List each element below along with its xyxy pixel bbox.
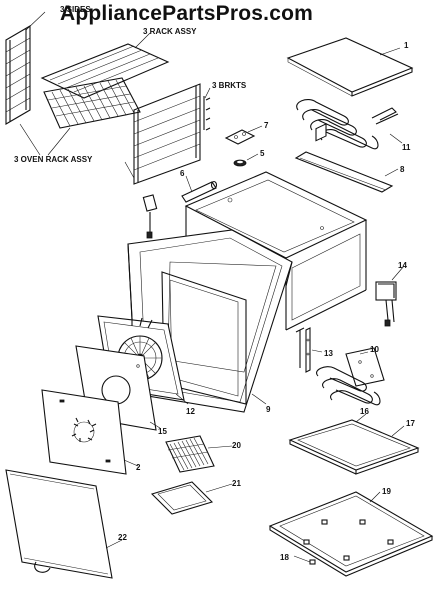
part-8-strip[interactable]: [294, 151, 394, 193]
callout-19: 19: [382, 487, 391, 496]
rack-side-right[interactable]: [133, 83, 201, 185]
callout-6: 6: [180, 169, 185, 178]
part-19-bottom-panel[interactable]: [268, 491, 434, 577]
callout-17: 17: [406, 419, 415, 428]
callout-16: 16: [360, 407, 369, 416]
callout-9: 9: [266, 405, 271, 414]
part-13-side-strip[interactable]: [305, 327, 311, 373]
callout-1: 1: [404, 41, 409, 50]
callout-22: 22: [118, 533, 127, 542]
label-sides: 3 SIDES: [60, 5, 91, 14]
callout-21: 21: [232, 479, 241, 488]
part-21-broiler-pan[interactable]: [150, 481, 214, 515]
callout-8: 8: [400, 165, 405, 174]
callout-13: 13: [324, 349, 333, 358]
part-16-drip-tray[interactable]: [288, 419, 420, 475]
rack-brackets[interactable]: [203, 96, 211, 131]
callout-7: 7: [264, 121, 269, 130]
callout-20: 20: [232, 441, 241, 450]
bake-element[interactable]: [316, 366, 381, 406]
oven-rack-top[interactable]: [40, 43, 170, 99]
callout-14: 14: [398, 261, 407, 270]
part-20-broiler-grid[interactable]: [165, 435, 215, 473]
callout-5: 5: [260, 149, 265, 158]
part-11-broil-element[interactable]: [296, 99, 399, 150]
watermark: AppliancePartsPros.com: [60, 2, 313, 25]
callout-10: 10: [370, 345, 379, 354]
oven-rack-grid[interactable]: [43, 77, 141, 129]
rack-side-left[interactable]: [5, 25, 31, 125]
callout-12: 12: [186, 407, 195, 416]
part-7-bracket[interactable]: [224, 129, 256, 145]
part-5-grommet[interactable]: [233, 159, 247, 167]
part-6-vent-tube[interactable]: [181, 180, 218, 203]
callout-2: 2: [136, 463, 141, 472]
part-14-terminal-block[interactable]: [375, 281, 397, 327]
label-brkts: 3 BRKTS: [212, 81, 247, 90]
label-oven-rack-assy: 3 OVEN RACK ASSY: [14, 155, 93, 164]
callout-18: 18: [280, 553, 289, 562]
label-rack-assy: 3 RACK ASSY: [143, 27, 197, 36]
part-10-bake-bracket[interactable]: [345, 347, 385, 387]
part-2-rear-baffle[interactable]: [41, 389, 127, 475]
part-22-gasket[interactable]: [5, 469, 113, 579]
part-1-top-panel[interactable]: [286, 37, 414, 97]
callout-15: 15: [158, 427, 167, 436]
callout-11: 11: [402, 143, 411, 152]
probe-sensor[interactable]: [142, 194, 158, 239]
